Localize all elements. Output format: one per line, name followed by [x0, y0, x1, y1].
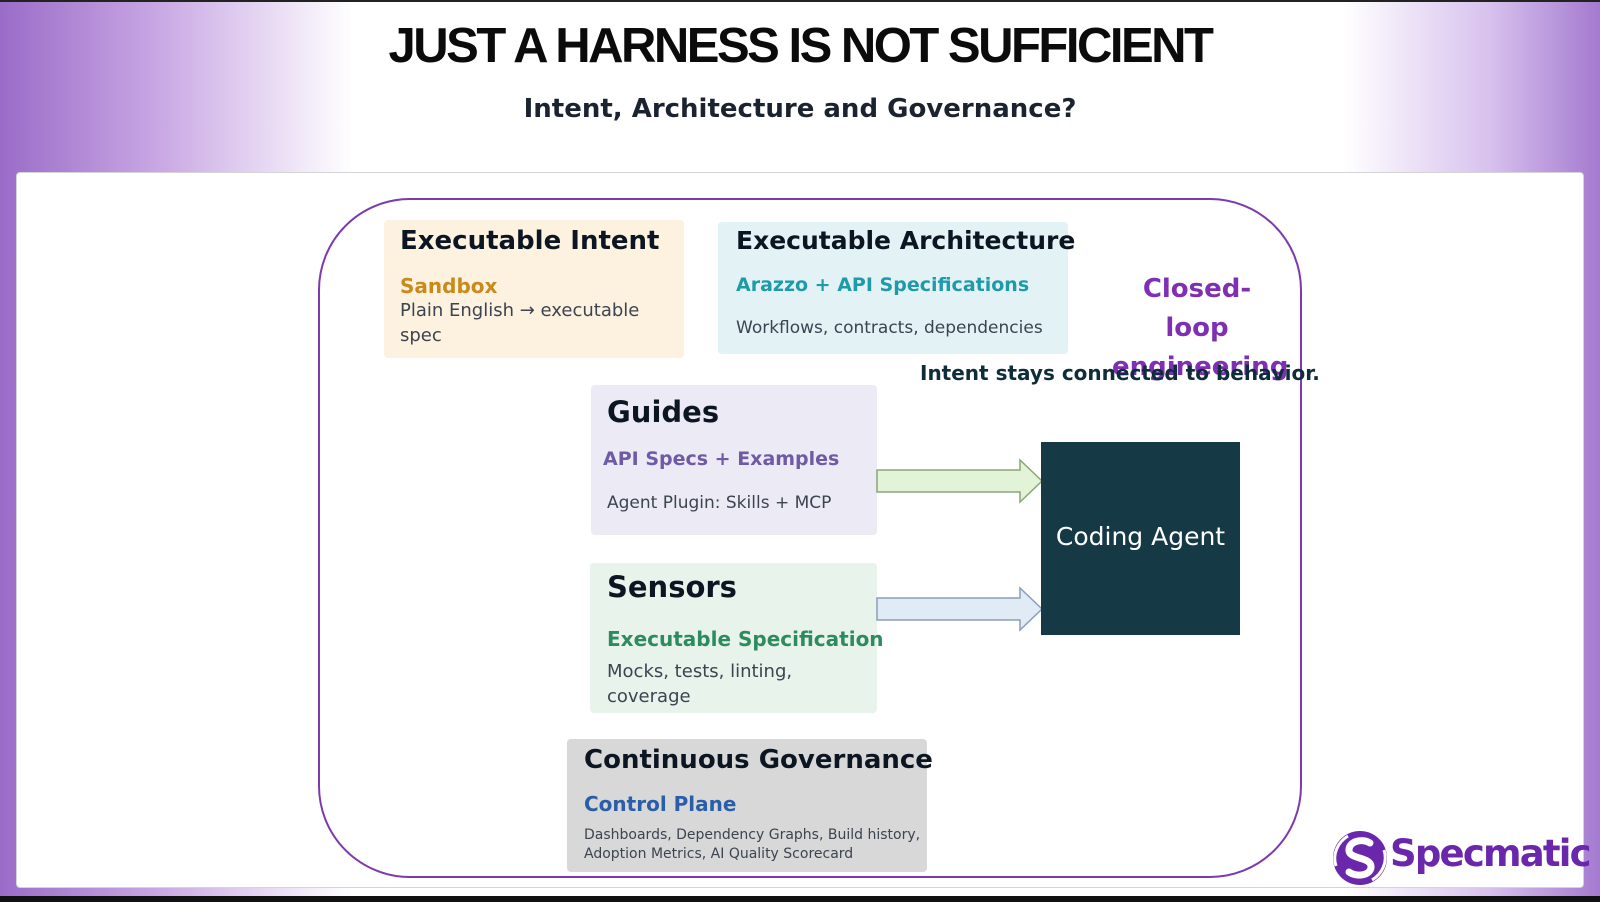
governance-description-line-2: Adoption Metrics, AI Quality Scorecard	[584, 846, 854, 862]
governance-subtitle: Control Plane	[584, 792, 737, 816]
intent-subtitle: Sandbox	[400, 274, 498, 298]
slide-subtitle: Intent, Architecture and Governance?	[523, 94, 1077, 124]
sensors-to-agent-arrow	[876, 586, 1044, 632]
guides-description: Agent Plugin: Skills + MCP	[607, 493, 832, 513]
sensors-title: Sensors	[607, 570, 737, 604]
specmatic-logo-icon	[1333, 831, 1387, 885]
governance-title: Continuous Governance	[584, 745, 933, 775]
slide-title: JUST A HARNESS IS NOT SUFFICIENT	[388, 19, 1214, 73]
closed-loop-line-2: engineering	[1112, 352, 1289, 382]
sensors-description-line-1: Mocks, tests, linting,	[607, 661, 793, 682]
top-border	[0, 0, 1600, 2]
bottom-border	[0, 896, 1600, 902]
guides-box: Guides API Specs + Examples Agent Plugin…	[591, 385, 877, 535]
coding-agent-label: Coding Agent	[1055, 522, 1226, 551]
sensors-subtitle: Executable Specification	[607, 627, 884, 651]
governance-description: Dashboards, Dependency Graphs, Build his…	[584, 826, 920, 864]
architecture-title: Executable Architecture	[736, 226, 1076, 255]
sensors-description: Mocks, tests, linting, coverage	[607, 659, 792, 709]
intent-description: Plain English → executable spec	[400, 298, 639, 348]
governance-description-line-1: Dashboards, Dependency Graphs, Build his…	[584, 827, 921, 843]
architecture-description: Workflows, contracts, dependencies	[736, 318, 1043, 338]
closed-loop-frame	[318, 198, 1302, 878]
sensors-box: Sensors Executable Specification Mocks, …	[590, 563, 884, 713]
closed-loop-tagline: Intent stays connected to behavior.	[920, 361, 1320, 385]
closed-loop-label: Closed-loop engineering	[1112, 270, 1289, 387]
intent-title: Executable Intent	[400, 226, 660, 256]
continuous-governance-box: Continuous Governance Control Plane Dash…	[567, 739, 933, 872]
guides-title: Guides	[607, 395, 720, 429]
guides-to-agent-arrow	[876, 458, 1044, 504]
coding-agent-box: Coding Agent	[1041, 442, 1240, 635]
specmatic-logo-text: Specmatic	[1390, 832, 1592, 875]
executable-intent-box: Executable Intent Sandbox Plain English …	[384, 220, 684, 358]
guides-subtitle: API Specs + Examples	[603, 448, 840, 470]
closed-loop-line-1: Closed-loop	[1142, 274, 1252, 343]
intent-description-line-1: Plain English → executable	[400, 300, 640, 321]
intent-description-line-2: spec	[400, 325, 442, 346]
sensors-description-line-2: coverage	[607, 686, 691, 707]
executable-architecture-box: Executable Architecture Arazzo + API Spe…	[718, 222, 1075, 354]
architecture-subtitle: Arazzo + API Specifications	[736, 274, 1030, 296]
specmatic-logo: Specmatic	[1330, 826, 1592, 890]
